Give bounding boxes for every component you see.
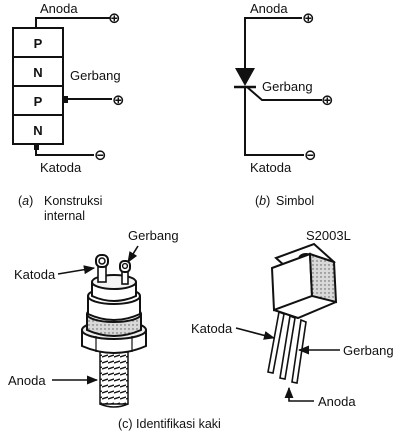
pnpn-stack: P N P N (12, 27, 64, 145)
to220-cathode-arrow (235, 327, 276, 340)
panel-b-caption: (b) Simbol (255, 194, 314, 208)
panel-c-pin-identification: Katoda Gerbang Anoda S2003L Katoda (8, 228, 394, 431)
symbol-gate-plus-sign: ⊕ (321, 91, 334, 109)
to220-gate-label: Gerbang (343, 343, 394, 358)
caption-a-letter: a (22, 194, 29, 208)
anode-label: Anoda (40, 1, 78, 16)
stud-anode-label: Anoda (8, 373, 46, 388)
to220-part-label: S2003L (306, 228, 351, 243)
caption-b-text: Simbol (276, 194, 314, 208)
layer-4-label: N (33, 123, 42, 138)
stud-gate-label: Gerbang (128, 228, 179, 243)
symbol-gate-lead (246, 86, 322, 101)
cathode-lead (34, 144, 94, 156)
to220-anode-arrow (284, 386, 314, 402)
to220-package-illustration (267, 242, 338, 384)
symbol-cathode-label: Katoda (250, 160, 292, 175)
cathode-minus-sign: ⊖ (94, 146, 107, 164)
gate-plus-sign: ⊕ (112, 91, 125, 109)
to220-anode-label: Anoda (318, 394, 356, 409)
symbol-cathode-lead (244, 88, 304, 156)
symbol-gate-label: Gerbang (262, 79, 313, 94)
gate-label: Gerbang (70, 68, 121, 83)
anode-lead (35, 17, 110, 28)
stud-cathode-arrow (57, 265, 96, 275)
symbol-anode-plus-sign: ⊕ (302, 9, 315, 27)
anode-plus-sign: ⊕ (108, 9, 121, 27)
layer-3-label: P (34, 94, 43, 109)
caption-a-line1: Konstruksi (44, 194, 102, 208)
to220-legs (267, 310, 307, 384)
cathode-label: Katoda (40, 160, 82, 175)
gate-lead (63, 96, 112, 103)
diode-triangle (235, 68, 255, 86)
layer-2-label: N (33, 65, 42, 80)
svg-text:(b): (b) (255, 194, 270, 208)
panel-a-internal-construction: P N P N Anoda ⊕ Gerbang ⊕ Katoda ⊖ (a) K… (12, 1, 125, 223)
panel-a-caption: (a) Konstruksi internal (18, 194, 102, 223)
symbol-cathode-minus-sign: ⊖ (304, 146, 317, 164)
stud-gate-arrow (127, 245, 139, 263)
svg-text:(a): (a) (18, 194, 33, 208)
symbol-anode-lead (244, 17, 302, 68)
stud-thyristor-illustration (81, 254, 147, 408)
caption-c-text: (c) Identifikasi kaki (118, 417, 221, 431)
symbol-anode-label: Anoda (250, 1, 288, 16)
to220-cathode-label: Katoda (191, 321, 233, 336)
caption-b-letter: b (259, 194, 266, 208)
stud-cathode-label: Katoda (14, 267, 56, 282)
panel-b-symbol: Anoda ⊕ Gerbang ⊕ Katoda ⊖ (b) Simbol (234, 1, 334, 208)
caption-a-line2: internal (44, 209, 85, 223)
layer-1-label: P (34, 36, 43, 51)
